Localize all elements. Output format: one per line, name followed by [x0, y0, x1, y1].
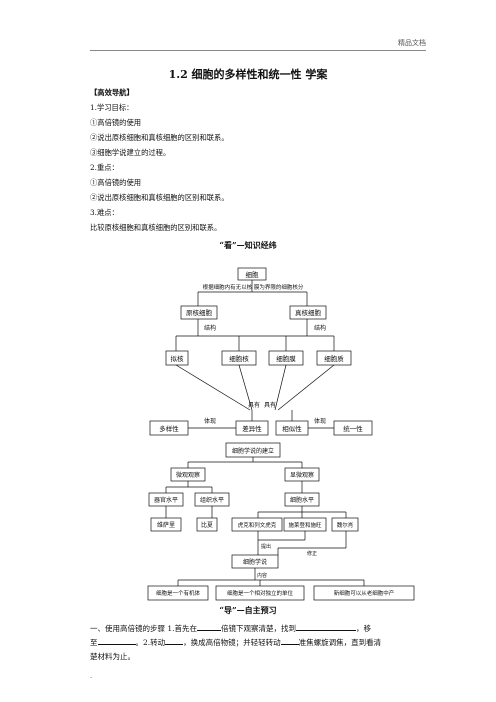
hooke-label: 虎克和列文虎克: [238, 521, 277, 529]
eukaryote-label: 真核细胞: [295, 308, 322, 317]
theory-label: 细胞学说: [243, 558, 267, 566]
has-label: 具有: [264, 401, 276, 409]
guide-heading: 【高效导航】: [90, 88, 134, 97]
history-root-label: 细胞学说的建立: [232, 447, 274, 455]
tissue-level-label: 组织水平: [200, 496, 224, 504]
preview-line-3: 楚材料为止。: [90, 652, 135, 661]
point-label: 细胞是一个有机体: [156, 589, 201, 597]
prokaryote-box: [180, 305, 218, 320]
tools-label: 显微观察: [290, 471, 314, 479]
organ-level-label: 器官水平: [154, 496, 178, 504]
preview-text: ，换成高倍物镜；并轻轻转动: [183, 638, 281, 647]
has-label: 具有: [248, 401, 260, 409]
answer-blank[interactable]: [296, 622, 357, 631]
point-label: 细胞是一个相对独立的单位: [227, 589, 294, 597]
header-label: 精品文档: [398, 39, 426, 47]
point-box: [147, 585, 209, 601]
manifest-label: 体现: [314, 417, 326, 425]
guide-line: 比较原核细胞和真核细胞的区别和联系。: [90, 223, 222, 232]
part-box: [165, 350, 189, 366]
preview-line-1: 一、使用高倍镜的步骤 1.首先在 倍镜下观察清楚，找到 ，移: [90, 622, 430, 635]
preview-text: 准焦螺旋调焦，直到看清: [298, 638, 382, 647]
answer-blank[interactable]: [165, 636, 184, 645]
part-label: 拟核: [171, 354, 185, 363]
part-label: 细胞核: [229, 354, 249, 363]
footer-mark: .: [90, 672, 93, 680]
vesalius-box: [150, 517, 182, 532]
part-label: 细胞质: [324, 354, 344, 363]
guide-line: 1.学习目标：: [90, 103, 134, 112]
section-heading-preview: “导”—自主预习: [219, 605, 277, 615]
propose-label: 提出: [261, 543, 271, 550]
preview-text: ，移: [356, 624, 372, 633]
root-label: 细胞: [246, 270, 260, 279]
point-label: 新细胞可以从老细胞中产: [334, 589, 395, 597]
unity-label: 统一性: [343, 424, 363, 433]
virchow-label: 魏尔肖: [337, 521, 354, 529]
preview-text: 一、使用高倍镜的步骤 1.首先在: [90, 624, 198, 633]
cell-level-label: 细胞水平: [290, 496, 314, 504]
similarity-label: 相似性: [282, 424, 302, 433]
manifest-label: 体现: [204, 417, 216, 425]
content-label: 内容: [257, 572, 267, 579]
preview-text: 。2.转动: [135, 638, 166, 647]
diversity-label: 多样性: [159, 424, 179, 433]
guide-line: 3.难点：: [90, 208, 119, 217]
answer-blank[interactable]: [197, 622, 222, 631]
prokaryote-label: 原核细胞: [186, 308, 213, 317]
header-rule: [90, 50, 426, 51]
point-box: [215, 585, 305, 601]
guide-line: ②说出原核细胞和真核细胞的区别和联系。: [90, 193, 229, 202]
amend-label: 修正: [307, 550, 317, 557]
branch-note: 根据细胞内有无以核 膜为界限的细胞核分: [203, 283, 304, 291]
answer-blank[interactable]: [280, 636, 299, 645]
point-box: [313, 585, 415, 601]
bichat-label: 比夏: [201, 521, 213, 529]
structure-label: 结构: [204, 324, 216, 332]
virchow-box: [331, 517, 359, 532]
guide-line: ③细胞学说建立的过程。: [90, 148, 171, 157]
vesalius-label: 维萨里: [157, 521, 175, 529]
bichat-box: [196, 517, 218, 532]
preview-line-2: 至 。2.转动 ，换成高倍物镜；并轻轻转动 准焦螺旋调焦，直到看清: [90, 636, 430, 649]
part-label: 细胞膜: [276, 354, 296, 363]
structure-label: 结构: [314, 324, 326, 332]
difference-label: 差异性: [242, 424, 262, 433]
answer-blank[interactable]: [97, 636, 136, 645]
micro-label: 微观观察: [176, 471, 200, 479]
eukaryote-box: [289, 305, 327, 320]
hooke-box: [231, 517, 283, 532]
guide-line: 2.重点：: [90, 163, 119, 172]
section-heading-knowledge: “看”—知识经纬: [219, 240, 277, 250]
guide-line: ①高倍镜的使用: [90, 118, 142, 127]
guide-line: ①高倍镜的使用: [90, 178, 142, 187]
preview-text: 至: [90, 638, 98, 647]
guide-line: ②说出原核细胞和真核细胞的区别和联系。: [90, 133, 229, 142]
schleiden-label: 施莱登和施旺: [288, 521, 322, 529]
page-title: 1.2 细胞的多样性和统一性 学案: [168, 68, 328, 81]
preview-text: 倍镜下观察清楚，找到: [221, 624, 297, 633]
